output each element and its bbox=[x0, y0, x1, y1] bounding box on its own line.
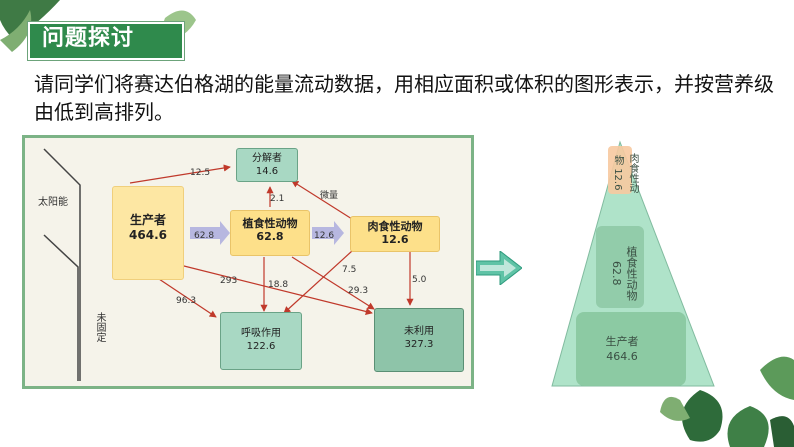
node-herbivore-value: 62.8 bbox=[256, 230, 284, 243]
pyramid-carnivore-value: 12.6 bbox=[612, 168, 623, 191]
node-unused-name: 未利用 bbox=[404, 326, 434, 337]
pyramid-level-herbivore bbox=[596, 226, 644, 308]
node-herbivore-name: 植食性动物 bbox=[242, 217, 298, 230]
node-decomposer: 分解者 14.6 bbox=[236, 148, 298, 182]
node-unused: 未利用 327.3 bbox=[374, 308, 464, 372]
node-decomposer-value: 14.6 bbox=[255, 166, 279, 177]
pyramid-herbivore-value: 62.8 bbox=[610, 260, 623, 286]
edge-label-herbivore-carnivore: 12.6 bbox=[314, 231, 335, 241]
energy-pyramid bbox=[551, 140, 715, 387]
edge-label-carnivore-respiration: 7.5 bbox=[342, 265, 357, 275]
label-sun: 太阳能 bbox=[38, 197, 68, 208]
pyramid-herbivore-name: 植食性动物 bbox=[625, 245, 638, 301]
edge-label-producer-respiration: 96.3 bbox=[176, 296, 197, 306]
pyramid-carnivore-label: 肉食性动物 12.6 bbox=[610, 150, 640, 196]
node-respiration-value: 122.6 bbox=[246, 341, 276, 352]
leaf-decoration-bottom-right bbox=[660, 356, 794, 447]
node-respiration: 呼吸作用 122.6 bbox=[220, 312, 302, 370]
edge-label-producer-unused: 293 bbox=[220, 276, 238, 286]
pyramid-producer-name: 生产者 bbox=[605, 335, 639, 348]
node-decomposer-name: 分解者 bbox=[252, 153, 282, 164]
pyramid-carnivore-name: 肉食性动物 bbox=[612, 153, 638, 193]
pyramid-level-carnivore bbox=[608, 146, 632, 194]
edge-label-producer-herbivore: 62.8 bbox=[194, 231, 215, 241]
edge-label-herbivore-decomposer: 2.1 bbox=[270, 194, 285, 204]
node-carnivore-value: 12.6 bbox=[381, 233, 409, 246]
intro-text: 请同学们将赛达伯格湖的能量流动数据，用相应面积或体积的图形表示，并按营养级由低到… bbox=[34, 72, 774, 124]
edge-label-producer-decomposer: 12.5 bbox=[190, 168, 211, 178]
pyramid-level-producer bbox=[576, 312, 686, 386]
node-carnivore: 肉食性动物 12.6 bbox=[350, 216, 440, 252]
edge-label-herbivore-respiration: 18.8 bbox=[268, 280, 289, 290]
pyramid-producer-value: 464.6 bbox=[606, 350, 638, 363]
node-producer: 生产者 464.6 bbox=[112, 186, 184, 280]
right-arrow-icon bbox=[476, 251, 522, 285]
node-carnivore-name: 肉食性动物 bbox=[367, 220, 423, 233]
pyramid-producer-label: 生产者 464.6 bbox=[586, 334, 658, 364]
edge-label-herbivore-unused: 29.3 bbox=[348, 286, 369, 296]
page-title: 问题探讨 bbox=[42, 26, 135, 51]
node-unused-value: 327.3 bbox=[404, 339, 434, 350]
node-herbivore: 植食性动物 62.8 bbox=[230, 210, 310, 256]
label-unfixed: 未固定 bbox=[94, 312, 105, 342]
edge-label-carnivore-decomposer: 微量 bbox=[320, 191, 339, 201]
energy-flow-arrows bbox=[43, 148, 414, 381]
edge-label-carnivore-unused: 5.0 bbox=[412, 275, 427, 285]
title-bar bbox=[28, 22, 184, 60]
pyramid-herbivore-label: 植食性动物 62.8 bbox=[610, 236, 639, 310]
node-respiration-name: 呼吸作用 bbox=[241, 328, 281, 339]
node-producer-value: 464.6 bbox=[129, 228, 167, 242]
node-producer-name: 生产者 bbox=[129, 213, 166, 227]
